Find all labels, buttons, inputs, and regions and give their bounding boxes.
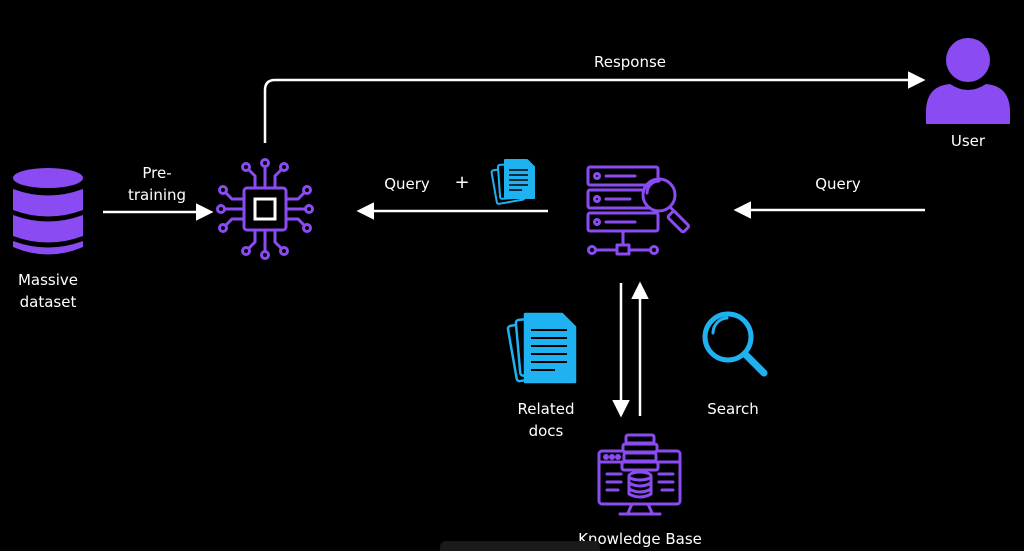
- response-arrow: [263, 71, 926, 143]
- related-docs-line2: docs: [528, 422, 564, 440]
- monitor-database-icon: [597, 433, 682, 516]
- server-search-icon: [586, 165, 690, 256]
- query-left-label: Query: [384, 175, 430, 193]
- related-docs-label: Related docs: [506, 398, 586, 442]
- documents-icon: [506, 312, 577, 384]
- pretraining-label-line1: Pre-: [142, 164, 172, 182]
- documents-small-icon: [490, 159, 535, 205]
- dataset-label: Massive dataset: [8, 269, 88, 313]
- dataset-label-line1: Massive: [17, 271, 79, 289]
- user-label: User: [950, 132, 986, 150]
- plus-label: +: [454, 172, 470, 193]
- pretraining-label-line2: training: [127, 186, 187, 204]
- pretraining-label: Pre- training: [117, 162, 197, 206]
- knowledge-base-label: Knowledge Base: [578, 530, 702, 548]
- bottom-overlay: [440, 541, 600, 551]
- user-icon: [926, 38, 1010, 124]
- related-docs-line1: Related: [517, 400, 575, 418]
- dataset-label-line2: dataset: [19, 293, 77, 311]
- database-icon: [13, 168, 83, 255]
- chip-icon: [216, 158, 314, 260]
- magnifier-icon: [702, 311, 768, 377]
- search-label: Search: [707, 400, 759, 418]
- query-right-label: Query: [815, 175, 861, 193]
- response-label: Response: [593, 53, 667, 71]
